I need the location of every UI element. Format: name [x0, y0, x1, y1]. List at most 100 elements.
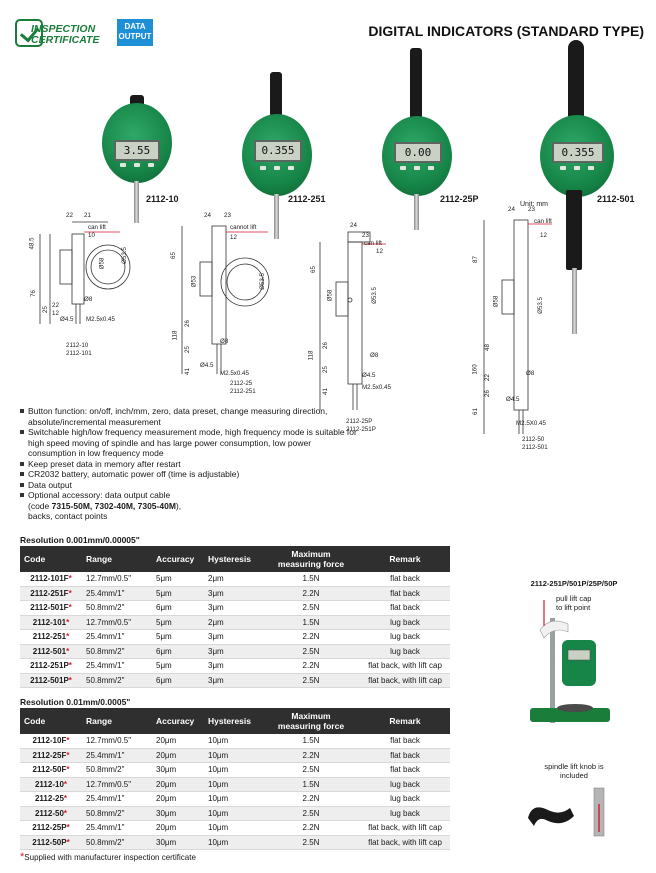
cell-range: 12.7mm/0.5" [82, 734, 152, 749]
cell-range: 50.8mm/2" [82, 600, 152, 616]
cell-accuracy: 30μm [152, 835, 204, 850]
indicator-photo-4: 0.355 [536, 40, 626, 340]
unit-note: Unit: mm [520, 201, 548, 208]
cell-range: 25.4mm/1" [82, 658, 152, 674]
cell-force: 2.2N [262, 820, 360, 836]
cell-remark: flat back, with lift cap [360, 658, 450, 674]
col-hysteresis: Hysteresis [204, 708, 262, 734]
cell-range: 12.7mm/0.5" [82, 572, 152, 587]
cell-force: 2.2N [262, 791, 360, 807]
cell-accuracy: 6μm [152, 673, 204, 688]
dimension-drawing-2112-25: 24 23 cannot lift 12 65 Ø53 Ø53.5 118 26… [170, 212, 300, 402]
cell-range: 25.4mm/1" [82, 586, 152, 601]
cell-remark: flat back, with lift cap [360, 835, 450, 850]
cell-accuracy: 5μm [152, 572, 204, 587]
dimension-drawing-2112-50: 24 23 can lift 12 87 Ø58 Ø53.5 160 48 22… [471, 206, 552, 451]
cell-code: 2112-25F* [20, 748, 82, 763]
cell-remark: lug back [360, 615, 450, 630]
cell-hysteresis: 10μm [204, 791, 262, 807]
cell-hysteresis: 10μm [204, 806, 262, 821]
cell-range: 25.4mm/1" [82, 629, 152, 645]
cell-range: 25.4mm/1" [82, 820, 152, 836]
cell-remark: flat back [360, 734, 450, 749]
cell-hysteresis: 10μm [204, 762, 262, 778]
cell-remark: flat back [360, 748, 450, 763]
cell-range: 50.8mm/2" [82, 673, 152, 688]
checkmark-icon [15, 19, 43, 47]
indicator-photo-2: 0.355 [238, 72, 328, 242]
cell-range: 12.7mm/0.5" [82, 777, 152, 792]
cell-code: 2112-251F* [20, 586, 82, 601]
cell-code: 2112-251P* [20, 658, 82, 674]
cell-force: 2.5N [262, 835, 360, 850]
cell-force: 1.5N [262, 777, 360, 792]
cell-accuracy: 20μm [152, 734, 204, 749]
feature-item: Data output [20, 480, 360, 491]
cell-hysteresis: 2μm [204, 615, 262, 630]
cell-range: 50.8mm/2" [82, 762, 152, 778]
lift-knob-photo [520, 784, 630, 842]
cell-accuracy: 6μm [152, 644, 204, 659]
cell-remark: lug back [360, 644, 450, 659]
cell-hysteresis: 3μm [204, 658, 262, 674]
cell-hysteresis: 10μm [204, 835, 262, 850]
feature-item: Button function: on/off, inch/mm, zero, … [20, 406, 360, 427]
cell-remark: flat back, with lift cap [360, 820, 450, 836]
lcd-display: 0.355 [552, 142, 604, 163]
cell-hysteresis: 10μm [204, 734, 262, 749]
cell-code: 2112-50F* [20, 762, 82, 778]
cell-hysteresis: 3μm [204, 644, 262, 659]
cell-force: 1.5N [262, 734, 360, 749]
cell-accuracy: 20μm [152, 748, 204, 763]
cell-hysteresis: 10μm [204, 777, 262, 792]
cell-force: 2.2N [262, 629, 360, 645]
cell-code: 2112-501F* [20, 600, 82, 616]
feature-item: Optional accessory: data output cable (c… [20, 490, 360, 522]
cell-hysteresis: 3μm [204, 600, 262, 616]
cell-code: 2112-101* [20, 615, 82, 630]
cell-code: 2112-50* [20, 806, 82, 821]
lcd-display: 0.355 [254, 140, 302, 162]
cell-remark: flat back [360, 586, 450, 601]
col-accuracy: Accuracy [152, 546, 204, 572]
cell-hysteresis: 10μm [204, 748, 262, 763]
cell-force: 1.5N [262, 615, 360, 630]
col-remark: Remark [360, 546, 450, 572]
cell-accuracy: 5μm [152, 658, 204, 674]
lcd-display: 0.00 [394, 142, 442, 163]
indicator-photo-1: 3.55 [92, 95, 182, 235]
cell-range: 25.4mm/1" [82, 748, 152, 763]
cell-force: 2.5N [262, 673, 360, 688]
col-hysteresis: Hysteresis [204, 546, 262, 572]
lift-cap-stand-photo [520, 590, 630, 735]
cell-force: 2.5N [262, 806, 360, 821]
cell-range: 50.8mm/2" [82, 835, 152, 850]
cell-force: 2.2N [262, 748, 360, 763]
cell-code: 2112-50P* [20, 835, 82, 850]
cell-accuracy: 30μm [152, 762, 204, 778]
cell-force: 1.5N [262, 572, 360, 587]
col-range: Range [82, 546, 152, 572]
cell-code: 2112-25P* [20, 820, 82, 836]
cell-hysteresis: 10μm [204, 820, 262, 836]
model-label-4: 2112-501 [597, 194, 635, 204]
data-output-line2: OUTPUT [118, 32, 152, 41]
cell-accuracy: 6μm [152, 600, 204, 616]
cell-remark: lug back [360, 777, 450, 792]
feature-list: Button function: on/off, inch/mm, zero, … [20, 406, 360, 522]
model-label-2: 2112-251 [288, 194, 326, 204]
cell-code: 2112-101F* [20, 572, 82, 587]
certificate-line1: INSPECTION [31, 23, 96, 35]
